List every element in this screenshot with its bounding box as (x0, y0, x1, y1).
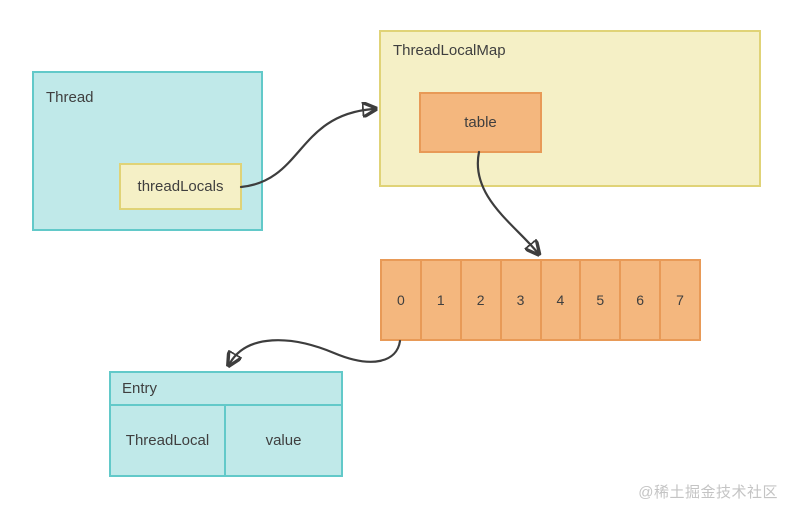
bucket-cell-4: 4 (542, 261, 582, 339)
threadlocals-field-box: threadLocals (119, 163, 242, 210)
watermark-text: @稀土掘金技术社区 (638, 484, 778, 501)
table-field-label: table (464, 114, 497, 131)
thread-box: Thread threadLocals (32, 71, 263, 231)
thread-box-title: Thread (46, 89, 94, 106)
arrow-bucket0-to-entry (230, 339, 402, 363)
bucket-cell-2: 2 (462, 261, 502, 339)
entry-value-cell: value (265, 432, 302, 449)
threadlocalmap-box-title: ThreadLocalMap (393, 42, 506, 59)
entry-key-cell: ThreadLocal (111, 406, 226, 475)
bucket-cell-3: 3 (502, 261, 542, 339)
entry-box-body: ThreadLocal value (111, 406, 341, 475)
bucket-cell-6: 6 (621, 261, 662, 339)
table-field-box: table (419, 92, 542, 153)
bucket-cell-7: 7 (676, 292, 684, 308)
entry-box: Entry ThreadLocal value (109, 371, 343, 477)
bucket-cell-0: 0 (382, 261, 422, 339)
bucket-array: 0 1 2 3 4 5 6 7 (380, 259, 701, 341)
threadlocalmap-box: ThreadLocalMap table (379, 30, 761, 187)
entry-box-title: Entry (111, 373, 341, 406)
bucket-cell-1: 1 (422, 261, 462, 339)
bucket-cell-5: 5 (581, 261, 622, 339)
threadlocals-field-label: threadLocals (137, 178, 224, 195)
